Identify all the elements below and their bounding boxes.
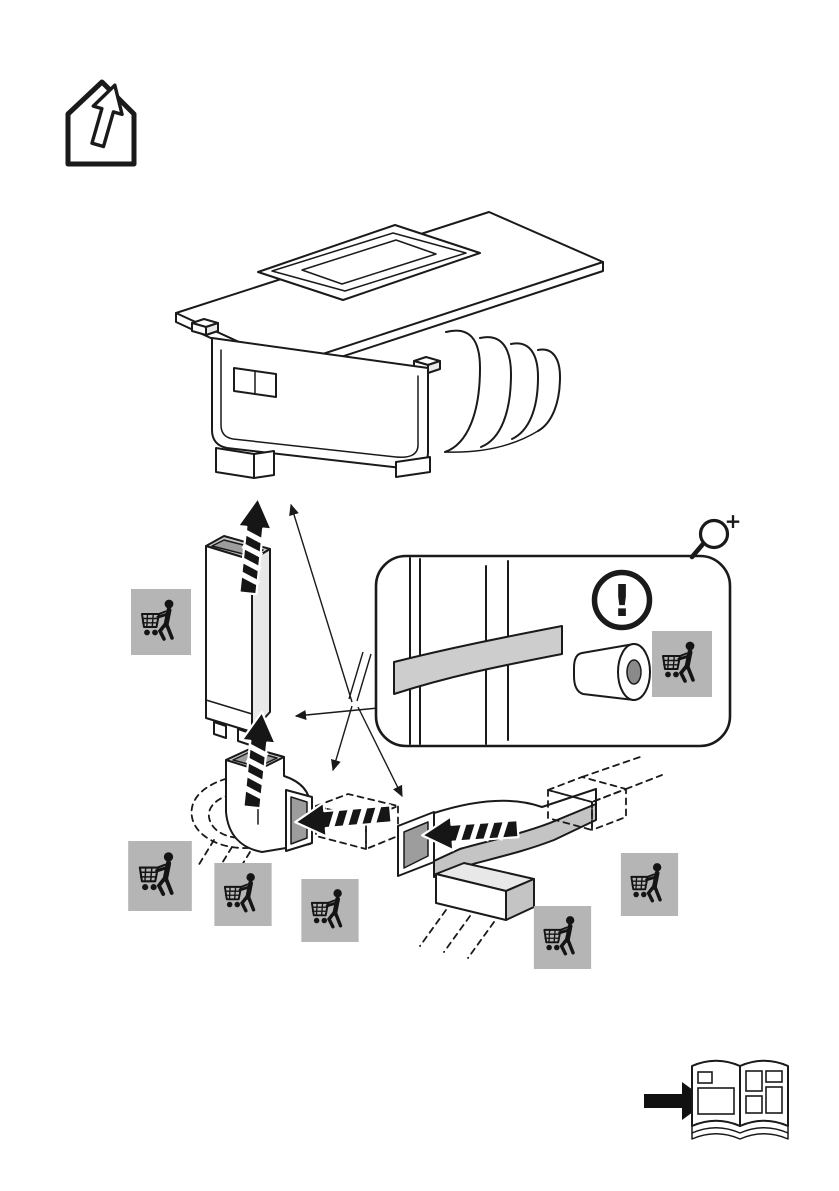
- shopping-cart-icon: [214, 863, 271, 926]
- option-leader-lines: [289, 503, 403, 798]
- shopping-cart-icon: [534, 906, 591, 969]
- shopping-cart-icon: [652, 631, 712, 697]
- manual-book-icon: [691, 1059, 789, 1140]
- magnifier-plus-glyph: +: [725, 509, 742, 533]
- magnifier-plus-icon: +: [689, 509, 742, 560]
- manual-reference: [644, 1059, 789, 1140]
- callout-duct: [409, 557, 509, 745]
- shopping-cart-icon: [128, 841, 192, 911]
- shopping-cart-icon: [621, 853, 678, 916]
- exhaust-arrow-icon: [90, 83, 124, 149]
- exclamation-glyph: !: [612, 576, 632, 627]
- shopping-cart-icon: [301, 879, 358, 942]
- exclamation-circle-icon: !: [591, 569, 653, 631]
- tape-roll-icon: [573, 643, 651, 701]
- house-exhaust-icon: [65, 79, 137, 167]
- sealing-tape-band: [393, 625, 563, 695]
- shopping-cart-icon: [131, 589, 191, 655]
- detail-callout: !: [374, 554, 732, 748]
- hob-isometric-drawing: [175, 211, 604, 479]
